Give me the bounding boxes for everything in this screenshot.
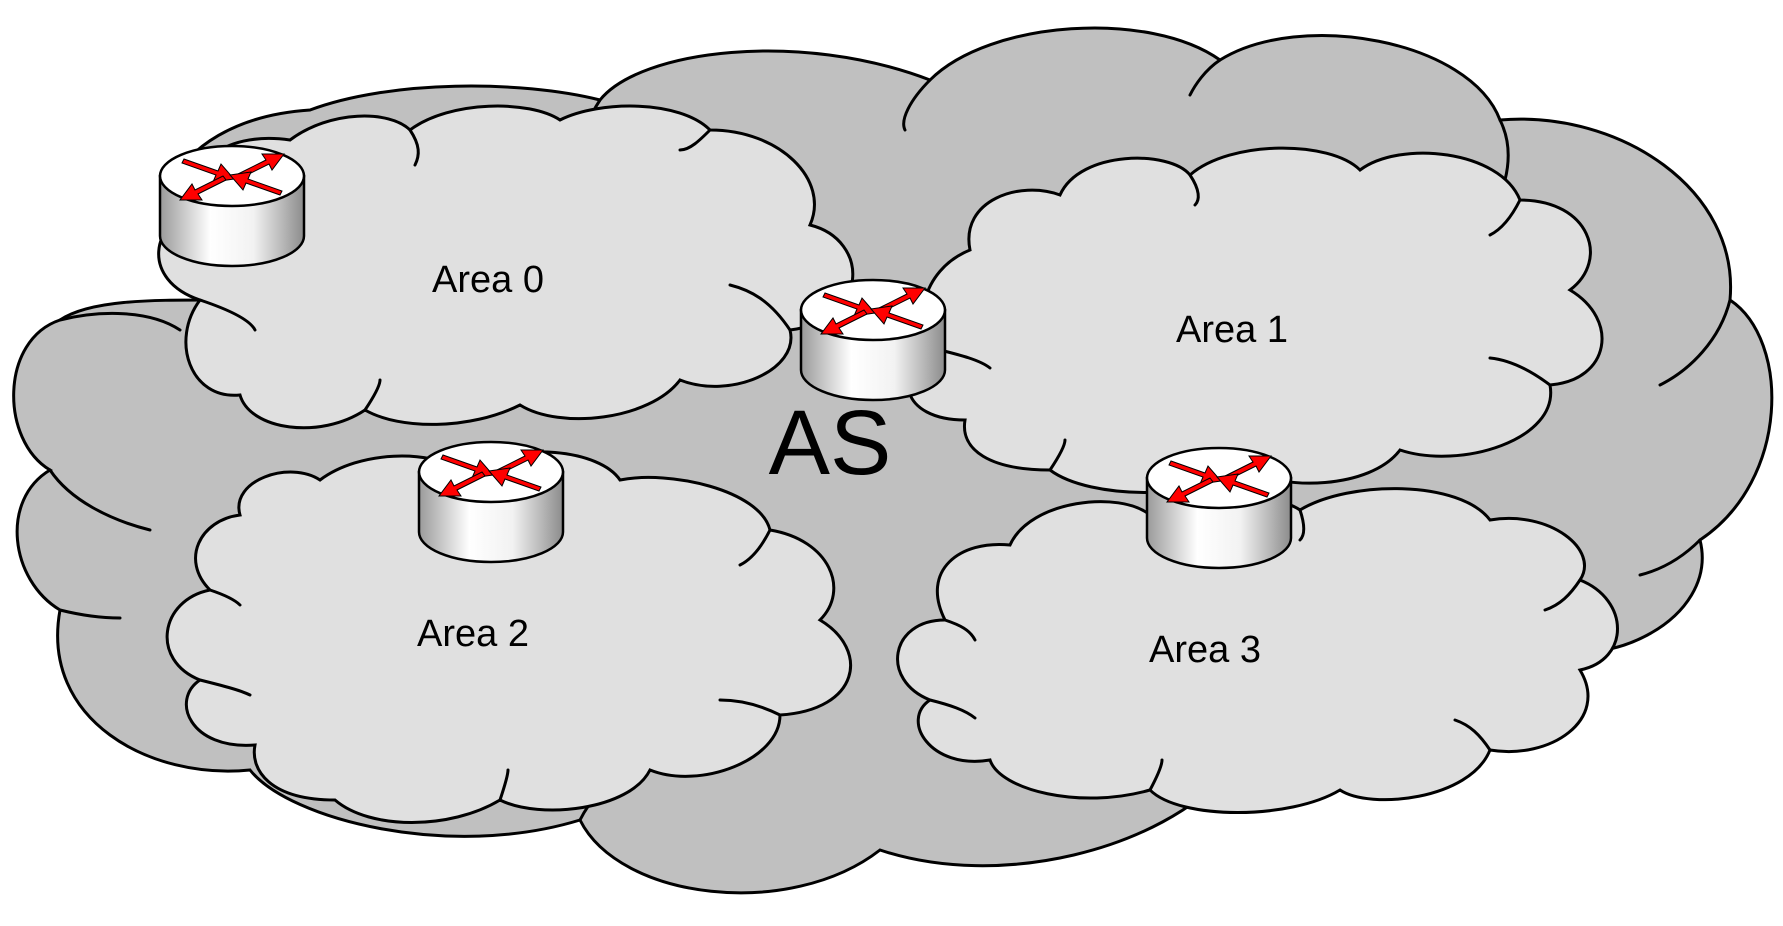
area-0-label: Area 0 (432, 259, 544, 301)
area-3-cloud (896, 487, 1619, 814)
as-label: AS (769, 392, 892, 494)
area-0-cloud (157, 104, 855, 430)
area-1-cloud (906, 146, 1604, 494)
area-3-label: Area 3 (1149, 629, 1261, 671)
router-icon (158, 144, 306, 268)
router-icon (1145, 446, 1293, 570)
area-2-label: Area 2 (417, 613, 529, 655)
router-icon (417, 440, 565, 564)
area-1-label: Area 1 (1176, 309, 1288, 351)
router-icon (799, 278, 947, 402)
area-2-cloud (165, 450, 853, 824)
